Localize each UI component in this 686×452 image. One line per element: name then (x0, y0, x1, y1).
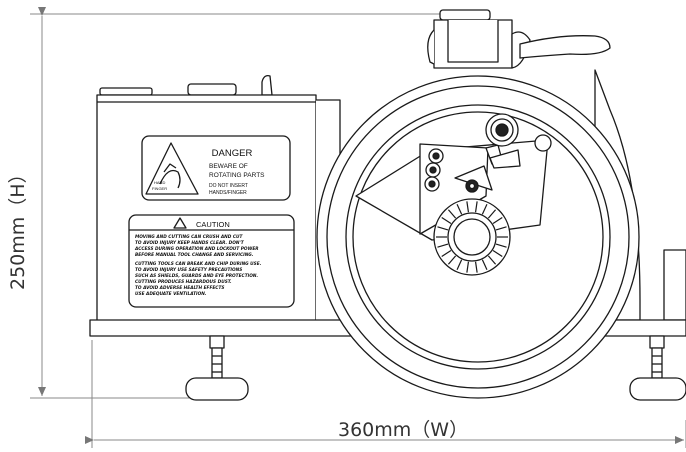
gear-tooth (456, 259, 463, 270)
danger-subline-1: DO NOT INSERT (209, 183, 248, 189)
caution-line: CUTTING PRODUCES HAZARDOUS DUST. (135, 279, 232, 285)
hub-gear (433, 198, 511, 276)
gear-tooth (495, 226, 507, 231)
gear-tooth (481, 204, 488, 215)
danger-label (141, 135, 291, 201)
caution-line: TO AVOID INJURY USE SAFETY PRECAUTIONS (135, 267, 242, 273)
caution-line: ACCESS DURING OPERATION AND LOCKOUT POWE… (134, 246, 259, 252)
gear-tooth (447, 209, 457, 219)
dimension-lines (30, 7, 686, 448)
height-dimension-label: 250mm（H） (7, 164, 29, 290)
gear-tooth (474, 201, 478, 213)
right-foot (629, 335, 686, 401)
gear-tooth (466, 201, 470, 213)
gear-tooth (466, 261, 470, 273)
caution-line: TO AVOID ADVERSE HEALTH EFFECTS (135, 285, 225, 291)
danger-line-1: BEWARE OF (209, 163, 248, 170)
gear-tooth (437, 243, 449, 248)
danger-line-2: ROTATING PARTS (209, 172, 265, 179)
gear-tooth (495, 243, 507, 248)
gear-tooth (487, 255, 497, 265)
gear-tooth (437, 226, 449, 231)
danger-title: DANGER (212, 148, 253, 159)
caution-title: CAUTION (196, 220, 230, 229)
left-foot (185, 335, 249, 401)
caution-body: MOVING AND CUTTING CAN CRUSH AND CUT TO … (134, 234, 262, 297)
top-handle (427, 9, 611, 69)
holder-screws (424, 148, 444, 192)
gear-tooth (441, 250, 452, 257)
danger-icon-text-1: HAND (154, 180, 165, 185)
gear-tooth (481, 259, 488, 270)
caution-line: SUCH AS SHIELDS, GUARDS AND EYE PROTECTI… (135, 273, 258, 279)
gear-tooth (474, 261, 478, 273)
danger-subline-2: HANDS/FINGER (209, 190, 247, 196)
width-dimension-label: 360mm（W） (338, 419, 468, 441)
caution-label (128, 214, 295, 308)
gear-tooth (487, 209, 497, 219)
gear-tooth (441, 217, 452, 224)
caution-line: BEFORE MANUAL TOOL CHANGE AND SERVICING. (135, 252, 254, 258)
gear-tooth (492, 250, 503, 257)
gear-tooth (456, 204, 463, 215)
danger-icon-text-2: FINGER (152, 186, 167, 191)
top-knobs (485, 113, 552, 152)
caution-line: CUTTING TOOLS CAN BREAK AND CHIP DURING … (135, 261, 262, 267)
caution-line: TO AVOID INJURY KEEP HANDS CLEAR. DON'T (135, 240, 245, 246)
caution-line: USE ADEQUATE VENTILATION. (135, 291, 207, 297)
gear-tooth (492, 217, 503, 224)
caution-line: MOVING AND CUTTING CAN CRUSH AND CUT (135, 234, 243, 240)
gear-tooth (447, 255, 457, 265)
